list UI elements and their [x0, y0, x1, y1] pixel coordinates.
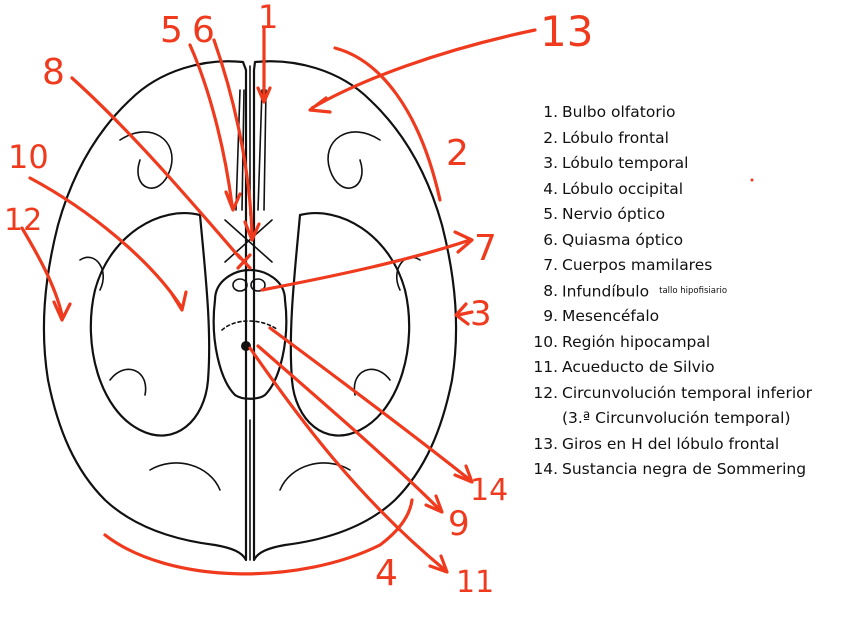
- hand-number-10: 10: [8, 138, 49, 176]
- hand-number-2: 2: [446, 133, 469, 174]
- legend-item: 5.Nervio óptico: [543, 205, 666, 223]
- arrow-10: [28, 176, 188, 312]
- legend-item: 12.Circunvolución temporal inferior (3.ª…: [533, 383, 812, 428]
- legend-item: 9.Mesencéfalo: [543, 307, 660, 326]
- hand-number-9: 9: [448, 504, 470, 544]
- arrow-3: [454, 302, 474, 326]
- arrow-11: [248, 346, 449, 574]
- arrow-12: [20, 226, 72, 322]
- midbrain: [212, 268, 288, 400]
- hand-number-13: 13: [540, 7, 593, 56]
- brain-drawing: [42, 60, 458, 562]
- legend-item: 4.Lóbulo occipital: [543, 179, 684, 198]
- left-mamillary-body: [232, 278, 248, 292]
- arrow-7: [260, 230, 474, 292]
- optic-chiasm: [224, 219, 273, 263]
- hand-number-5: 5: [160, 10, 183, 51]
- left-temporal-lobe: [89, 212, 211, 437]
- hand-number-11: 11: [456, 565, 494, 600]
- right-hemisphere-outline: [252, 60, 458, 562]
- olfactory-tract: [235, 89, 267, 211]
- arrow-6: [212, 38, 261, 242]
- left-hemisphere-outline: [42, 60, 248, 562]
- legend-item: 2.Lóbulo frontal: [543, 128, 669, 147]
- legend-item: 11.Acueducto de Silvio: [533, 358, 715, 377]
- arrow-9: [256, 344, 444, 514]
- legend-item: 10.Región hipocampal: [533, 332, 711, 351]
- annotations: [20, 26, 537, 576]
- hand-number-7: 7: [474, 228, 497, 269]
- arrow-5: [188, 43, 242, 212]
- arrow-13: [308, 28, 537, 114]
- legend-note: tallo hipofisiario: [659, 285, 728, 296]
- arrow-1: [256, 26, 272, 104]
- hand-number-4: 4: [375, 553, 398, 594]
- bracket-4: [103, 498, 414, 576]
- arrow-8: [70, 76, 242, 260]
- legend-item: 13.Giros en H del lóbulo frontal: [533, 434, 780, 453]
- bracket-2: [333, 46, 442, 202]
- right-temporal-lobe: [289, 212, 411, 437]
- hand-number-8: 8: [42, 52, 65, 93]
- right-mamillary-body: [250, 278, 266, 292]
- hand-number-14: 14: [470, 473, 508, 508]
- handwritten-numbers: 1 2 3 4 5 6 7 8 9 10 11 12 13 14: [4, 0, 754, 600]
- cross-8: [236, 253, 252, 270]
- hand-number-1: 1: [258, 0, 278, 36]
- legend-item: 1.Bulbo olfatorio: [543, 103, 676, 121]
- hand-number-12: 12: [4, 203, 42, 238]
- legend-item: 6.Quiasma óptico: [543, 230, 684, 249]
- hand-number-3: 3: [470, 294, 492, 334]
- legend-item: 7.Cuerpos mamilares: [543, 256, 713, 274]
- arrow-14: [268, 326, 474, 484]
- hand-number-6: 6: [192, 10, 215, 51]
- legend-item: 14.Sustancia negra de Sommering: [533, 460, 807, 479]
- legend-list: 1.Bulbo olfatorio 2.Lóbulo frontal 3.Lób…: [520, 100, 840, 483]
- legend-item: 3.Lóbulo temporal: [543, 154, 689, 172]
